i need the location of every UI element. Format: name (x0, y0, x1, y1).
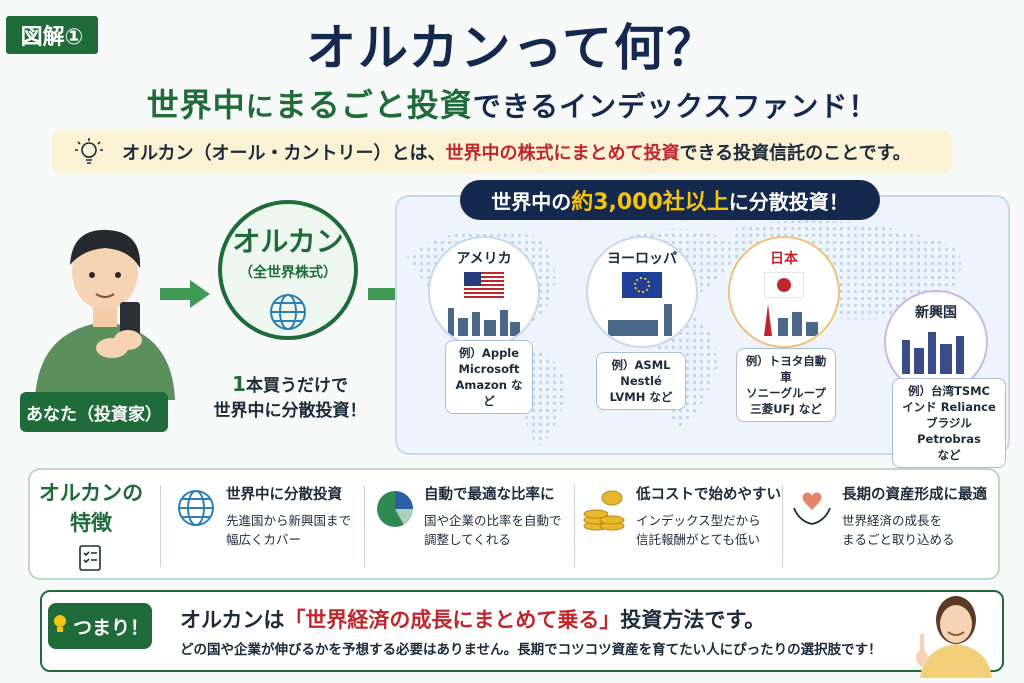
divider (160, 485, 161, 567)
examples-emerging: 例）台湾TSMC インド Reliance ブラジル Petrobras など (892, 378, 1006, 468)
definition-part-3: できる投資信託のことです。 (679, 143, 911, 164)
map-headline-part-2: 約3,000社以上 (571, 190, 729, 215)
features-label-line-1: オルカンの (38, 481, 144, 505)
example-item: Microsoft (458, 362, 520, 376)
feature-title: 世界中に分散投資 (226, 487, 342, 503)
conclusion-tag: つまり！ (48, 603, 152, 649)
conclusion-headline: オルカンは「世界経済の成長にまとめて乗る」投資方法です。 (180, 604, 765, 634)
subtitle-part-3: まるごと投資 (274, 86, 473, 124)
definition-part-2: 世界中の株式にまとめて投資 (445, 143, 680, 164)
lightbulb-icon (74, 136, 104, 173)
investor-illustration (20, 210, 190, 400)
example-item: など (937, 448, 961, 462)
region-name: 新興国 (915, 305, 957, 321)
feature-4: 長期の資産形成に最適 世界経済の成長をまるごと取り込める (842, 483, 987, 563)
region-america: アメリカ (428, 236, 540, 348)
feature-1: 世界中に分散投資 先進国から新興国まで幅広くカバー (226, 483, 351, 563)
definition-banner: オルカン（オール・カントリー）とは、世界中の株式にまとめて投資できる投資信託のこ… (52, 130, 952, 174)
examples-america: 例）Apple Microsoft Amazon など (445, 340, 533, 414)
pie-chart-icon (374, 488, 416, 534)
subtitle-part-2: に (245, 90, 275, 123)
buy-line-1: 本買うだけで (245, 376, 348, 396)
features-label-line-2: 特徴 (70, 511, 112, 535)
divider (782, 485, 783, 567)
conclusion-subtext: どの国や企業が伸びるかを予想する必要はありません。長期でコツコツ資産を育てたい人… (180, 642, 882, 658)
heart-hands-icon (790, 488, 834, 534)
example-item: Amazon など (455, 378, 523, 408)
conclusion-panel (40, 590, 1004, 672)
examples-japan: 例）トヨタ自動車 ソニーグループ 三菱UFJ など (736, 348, 836, 422)
example-item: LVMH など (609, 390, 673, 404)
subtitle-part-4: できるインデックスファンド！ (472, 90, 878, 123)
feature-3: 低コストで始めやすい インデックス型だから信託報酬がとても低い (636, 483, 781, 563)
fund-name: オルカン (232, 225, 344, 258)
buy-caption: 1本買うだけで 世界中に分散投資！ (190, 372, 390, 424)
checklist-icon (36, 542, 146, 580)
buy-number: 1 (232, 372, 246, 396)
page-title: オルカンって何？ (306, 19, 718, 77)
example-item: インド Reliance (902, 400, 996, 414)
example-item: 三菱UFJ など (750, 402, 822, 416)
conclusion-part-2: 「世界経済の成長にまとめて乗る」 (284, 608, 621, 632)
globe-icon (268, 292, 308, 336)
feature-title: 自動で最適な比率に (424, 487, 555, 503)
feature-desc: 世界経済の成長をまるごと取り込める (842, 513, 955, 547)
jp-flag-icon (763, 271, 805, 302)
region-name: ヨーロッパ (607, 251, 677, 267)
conclusion-part-3: 投資方法です。 (620, 608, 766, 632)
conclusion-part-1: オルカンは (180, 608, 285, 632)
city-skyline-icon (896, 326, 976, 378)
feature-title: 長期の資産形成に最適 (842, 487, 987, 503)
example-item: ソニーグループ (746, 386, 826, 400)
example-item: ブラジル Petrobras (917, 416, 981, 446)
example-item: Nestlé (620, 374, 662, 388)
lightbulb-icon (51, 613, 69, 640)
map-headline-part-1: 世界中の (491, 189, 572, 214)
feature-desc: 国や企業の比率を自動で調整してくれる (424, 513, 562, 547)
example-item: 例）Apple (458, 346, 520, 360)
feature-desc: インデックス型だから信託報酬がとても低い (636, 513, 761, 547)
examples-europe: 例）ASML Nestlé LVMH など (596, 352, 686, 410)
orukan-fund-circle: オルカン （全世界株式） (218, 200, 358, 340)
feature-title: 低コストで始めやすい (636, 487, 781, 503)
region-europe: ヨーロッパ (586, 236, 698, 348)
coins-icon (582, 490, 626, 536)
example-item: 例）トヨタ自動車 (745, 354, 827, 384)
definition-part-1: オルカン（オール・カントリー）とは、 (122, 143, 446, 164)
divider (364, 485, 365, 567)
city-skyline-icon (444, 302, 524, 340)
example-item: 例）ASML (611, 358, 671, 372)
page-subtitle: 世界中にまるごと投資できるインデックスファンド！ (0, 80, 1024, 126)
feature-desc: 先進国から新興国まで幅広くカバー (226, 513, 352, 547)
tokyo-tower-icon (744, 302, 824, 340)
example-item: 例）台湾TSMC (907, 384, 990, 398)
arrow-right-icon (160, 280, 210, 308)
map-headline: 世界中の約3,000社以上に分散投資！ (460, 180, 880, 220)
features-label: オルカンの 特徴 (36, 478, 146, 580)
region-name: アメリカ (456, 251, 512, 267)
investor-label: あなた（投資家） (20, 392, 168, 432)
fund-subtitle: （全世界株式） (239, 265, 337, 281)
us-flag-icon (463, 271, 505, 302)
woman-illustration (906, 588, 998, 678)
big-ben-icon (602, 302, 682, 340)
figure-badge: 図解① (6, 16, 98, 54)
buy-line-2: 世界中に分散投資！ (213, 401, 367, 421)
globe-icon (176, 488, 216, 532)
feature-2: 自動で最適な比率に 国や企業の比率を自動で調整してくれる (424, 483, 562, 563)
region-emerging: 新興国 (884, 290, 988, 394)
eu-flag-icon (622, 272, 662, 302)
map-headline-part-3: に分散投資！ (728, 189, 849, 214)
subtitle-part-1: 世界中 (146, 86, 246, 124)
divider (574, 485, 575, 567)
region-name: 日本 (770, 251, 798, 267)
conclusion-tag-text: つまり！ (72, 616, 149, 639)
region-japan: 日本 (728, 236, 840, 348)
